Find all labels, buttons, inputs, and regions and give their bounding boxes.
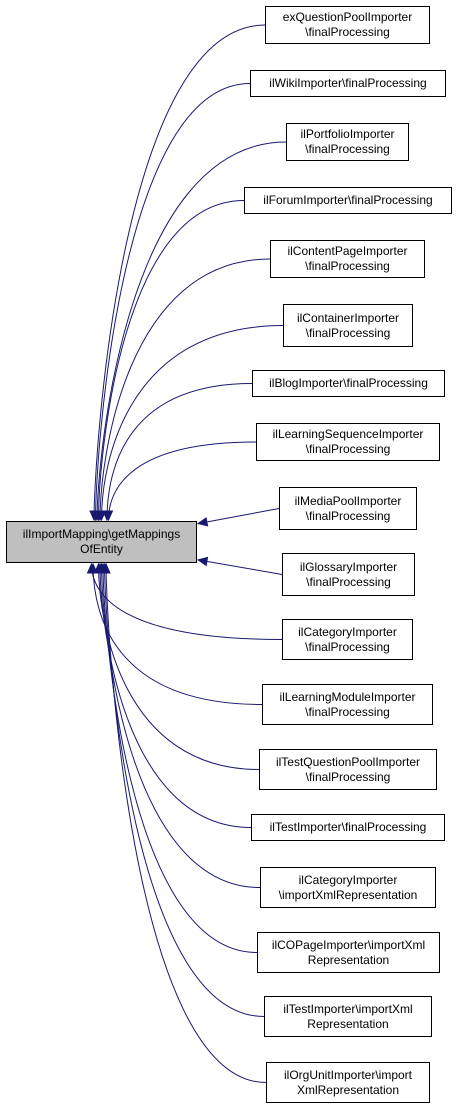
root-label-line-1: ilImportMapping\getMappings (22, 527, 181, 541)
root-node[interactable]: ilImportMapping\getMappings OfEntity (6, 521, 197, 563)
caller-17-line-1: ilOrgUnitImporter\import (283, 1067, 413, 1082)
caller-15-line-2: Representation (307, 952, 390, 967)
caller-node-17[interactable]: ilOrgUnitImporter\import XmlRepresentati… (266, 1062, 430, 1103)
edge-2 (96, 141, 287, 521)
root-label-line-2: OfEntity (80, 542, 123, 556)
caller-8-line-2: \finalProcessing (305, 508, 391, 523)
caller-4-line-1: ilContentPageImporter (287, 244, 408, 258)
caller-13-line-1: ilTestImporter\finalProcessing (269, 820, 427, 834)
edge-14 (101, 563, 261, 888)
caller-node-0[interactable]: exQuestionPoolImporter \finalProcessing (265, 6, 430, 44)
caller-node-9[interactable]: ilGlossaryImporter \finalProcessing (282, 553, 415, 596)
caller-11-line-2: \finalProcessing (305, 704, 390, 719)
caller-0-line-1: exQuestionPoolImporter (282, 10, 413, 24)
edge-16 (104, 563, 265, 1017)
edge-7-arrowhead (103, 510, 114, 522)
caller-9-line-1: ilGlossaryImporter (299, 559, 398, 574)
edge-5 (101, 325, 284, 521)
edge-17 (105, 563, 267, 1083)
edge-4 (99, 258, 271, 521)
caller-7-line-2: \finalProcessing (305, 442, 391, 456)
caller-5-line-1: ilContainerImporter (296, 310, 400, 325)
caller-9-line-2: \finalProcessing (306, 574, 391, 589)
caller-12-line-1: ilTestQuestionPoolImporter (275, 754, 421, 769)
caller-2-line-1: ilPortfolioImporter (300, 127, 395, 141)
edge-9-arrowhead (196, 556, 209, 567)
caller-11-line-1: ilLearningModuleImporter (279, 689, 416, 704)
caller-node-2[interactable]: ilPortfolioImporter \finalProcessing (286, 123, 409, 161)
caller-7-line-1: ilLearningSequenceImporter (272, 427, 424, 441)
caller-node-14[interactable]: ilCategoryImporter \importXmlRepresentat… (260, 867, 436, 908)
caller-node-1[interactable]: ilWikiImporter\finalProcessing (250, 70, 446, 97)
caller-node-11[interactable]: ilLearningModuleImporter \finalProcessin… (262, 684, 433, 725)
caller-node-13[interactable]: ilTestImporter\finalProcessing (251, 814, 445, 841)
edge-12 (98, 563, 260, 770)
caller-14-line-2: \importXmlRepresentation (278, 887, 418, 902)
caller-node-15[interactable]: ilCOPageImporter\importXml Representatio… (257, 932, 440, 973)
caller-10-line-2: \finalProcessing (305, 639, 390, 654)
caller-node-8[interactable]: ilMediaPoolImporter \finalProcessing (279, 487, 417, 530)
caller-17-line-2: XmlRepresentation (296, 1082, 400, 1097)
edge-8-arrowhead (196, 517, 209, 527)
caller-10-line-1: ilCategoryImporter (298, 624, 397, 639)
caller-15-line-1: ilCOPageImporter\importXml (271, 937, 426, 952)
edge-11 (92, 563, 263, 705)
caller-12-line-2: \finalProcessing (305, 769, 391, 784)
caller-node-7[interactable]: ilLearningSequenceImporter \finalProcess… (256, 423, 440, 461)
caller-2-line-2: \finalProcessing (305, 142, 390, 156)
edge-15 (102, 563, 258, 953)
edge-1 (95, 83, 251, 521)
caller-node-4[interactable]: ilContentPageImporter \finalProcessing (270, 240, 425, 278)
edge-3 (98, 200, 245, 521)
edge-0 (93, 24, 266, 521)
edge-13 (99, 563, 252, 828)
caller-node-10[interactable]: ilCategoryImporter \finalProcessing (282, 619, 413, 660)
caller-8-line-1: ilMediaPoolImporter (294, 493, 402, 508)
edge-10 (91, 563, 283, 640)
caller-6-line-1: ilBlogImporter\finalProcessing (269, 376, 428, 390)
edge-9 (197, 559, 283, 575)
edge-17-arrowhead (101, 562, 111, 574)
caller-14-line-1: ilCategoryImporter (298, 872, 398, 887)
caller-3-line-1: ilForumImporter\finalProcessing (263, 193, 433, 207)
caller-node-12[interactable]: ilTestQuestionPoolImporter \finalProcess… (259, 749, 437, 790)
edge-7 (108, 441, 257, 521)
caller-node-6[interactable]: ilBlogImporter\finalProcessing (252, 370, 445, 397)
caller-5-line-2: \finalProcessing (305, 325, 391, 340)
caller-4-line-2: \finalProcessing (305, 259, 390, 273)
caller-node-5[interactable]: ilContainerImporter \finalProcessing (283, 304, 413, 347)
caller-0-line-2: \finalProcessing (305, 25, 390, 39)
edge-6 (106, 383, 253, 521)
caller-node-3[interactable]: ilForumImporter\finalProcessing (244, 187, 452, 214)
edge-8 (197, 508, 280, 525)
caller-16-line-2: Representation (307, 1016, 389, 1031)
caller-node-16[interactable]: ilTestImporter\importXml Representation (264, 996, 432, 1037)
caller-16-line-1: ilTestImporter\importXml (283, 1001, 413, 1016)
caller-1-line-1: ilWikiImporter\finalProcessing (269, 76, 427, 90)
